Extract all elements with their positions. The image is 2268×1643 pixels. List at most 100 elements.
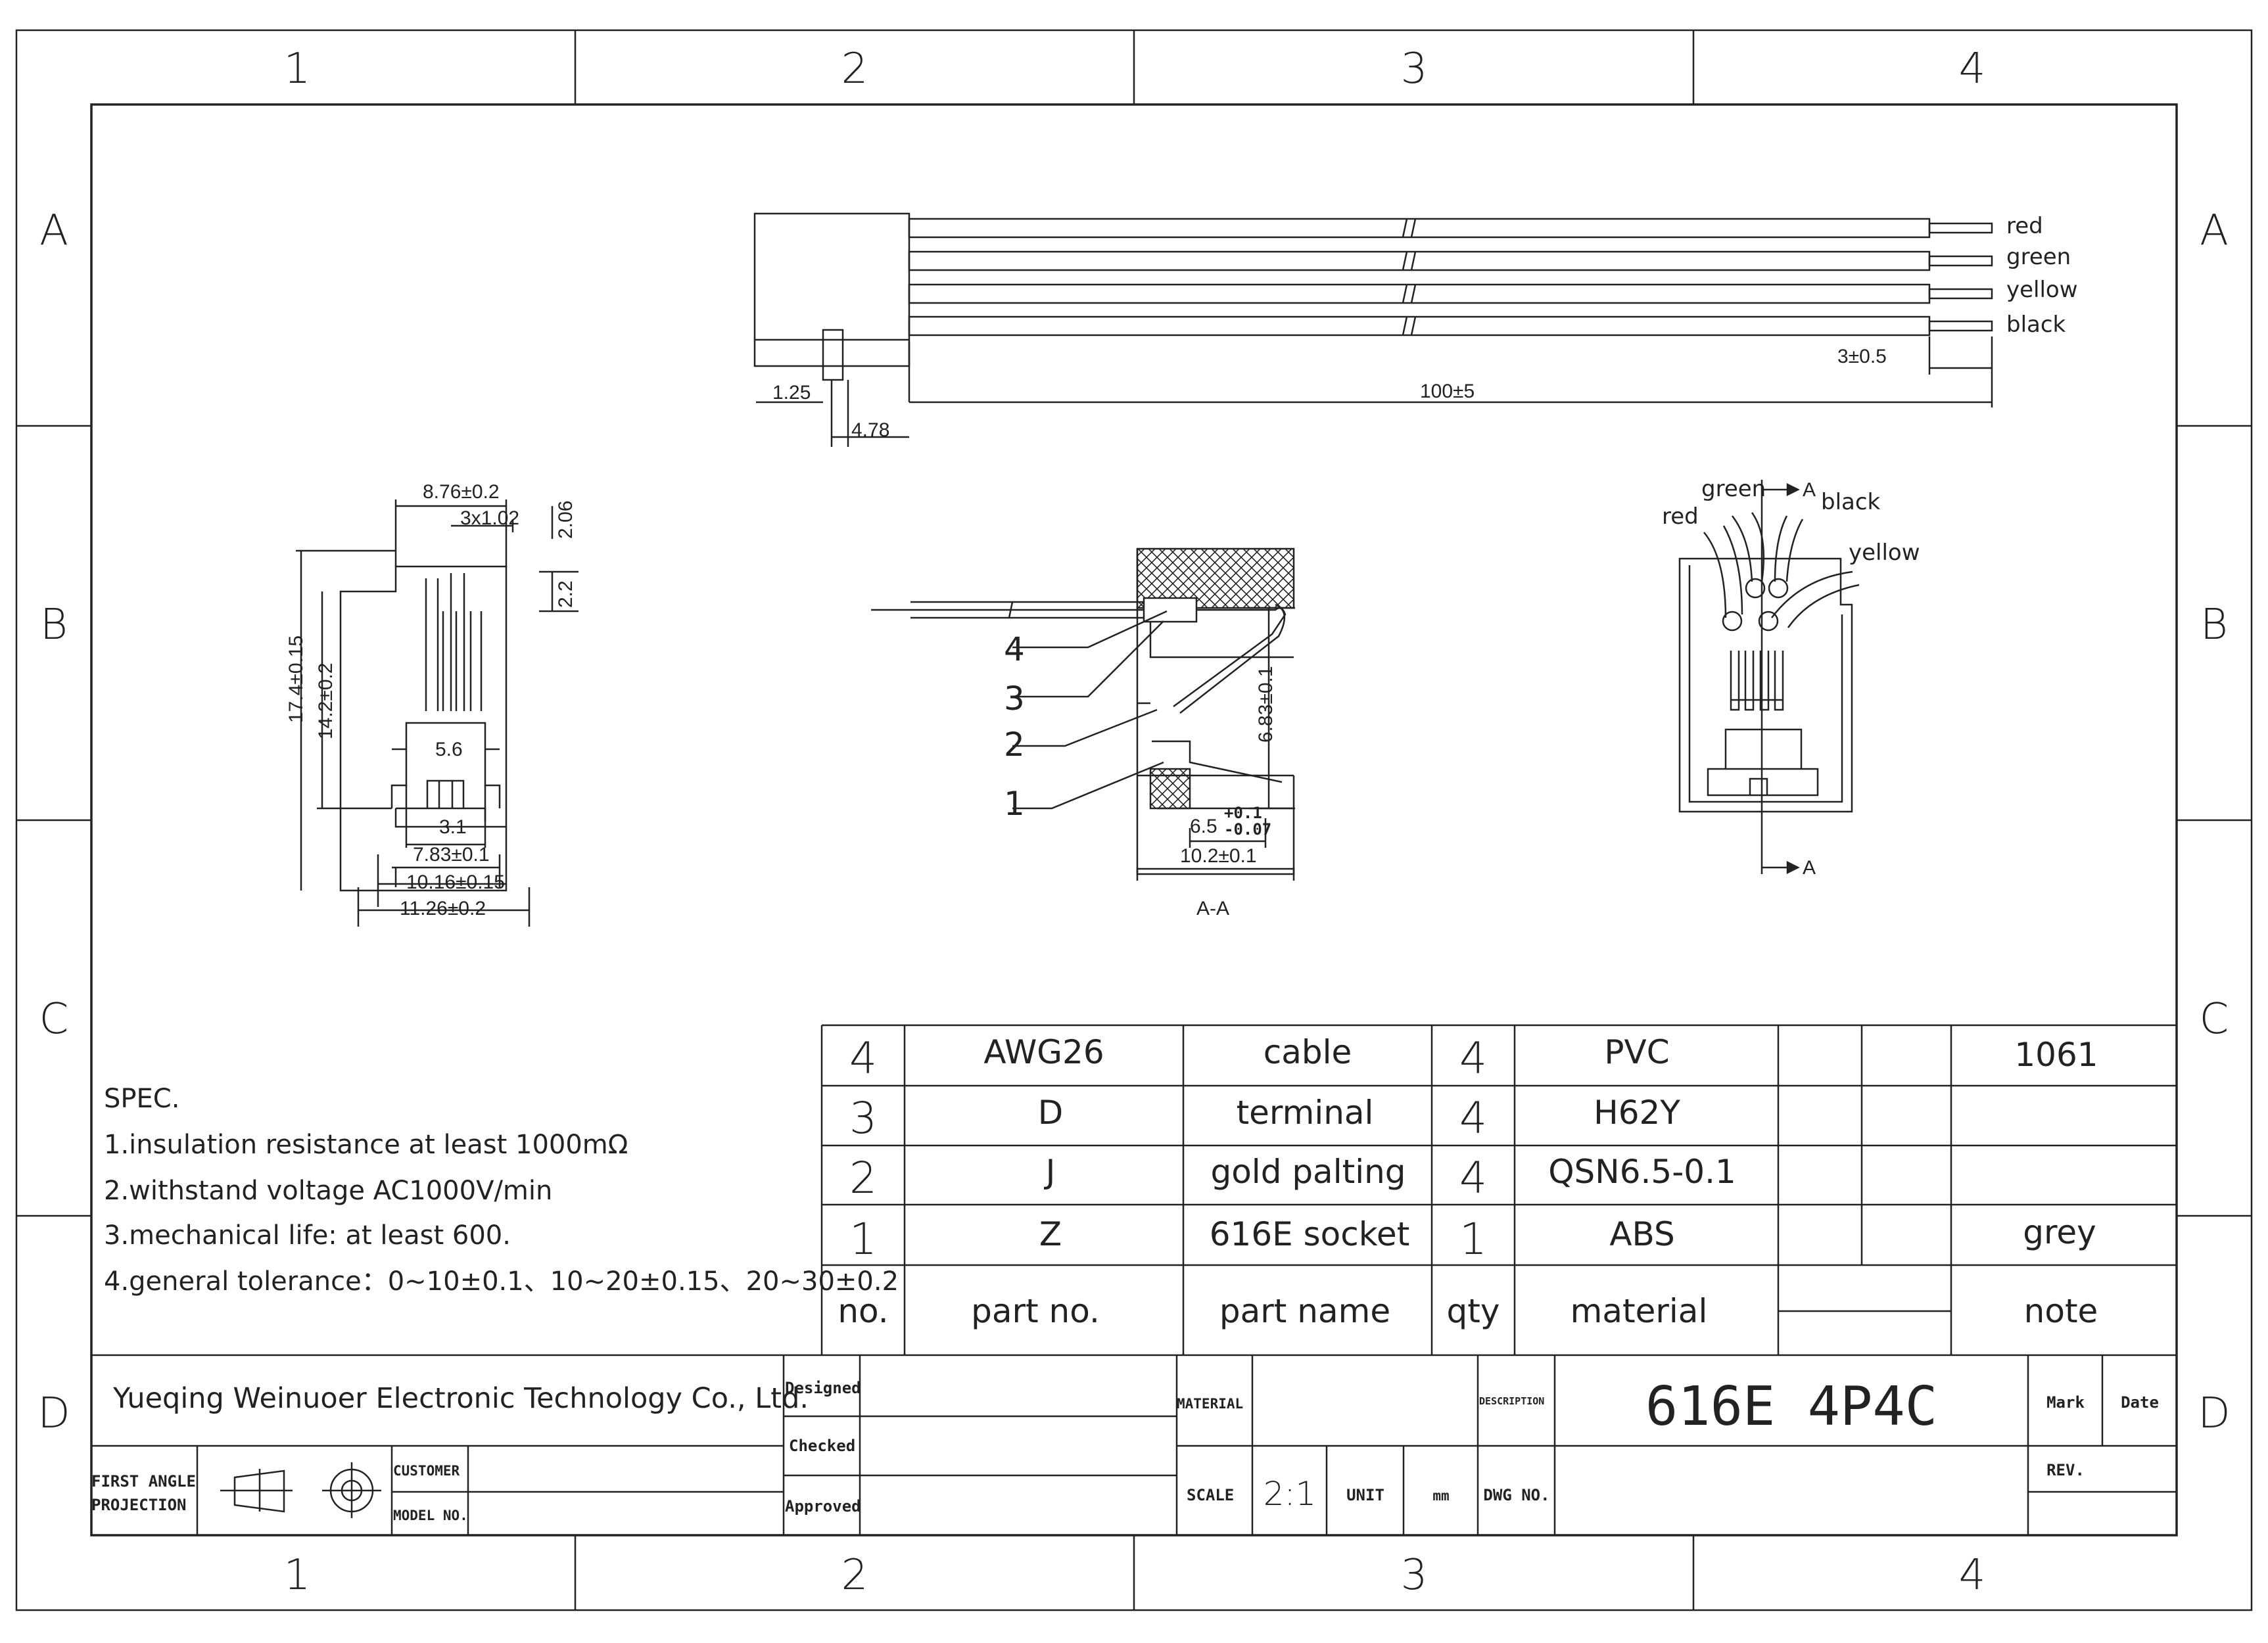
bom-row-3-part-no: D	[1038, 1094, 1064, 1132]
side-view	[1678, 480, 1860, 875]
dim-10-16: 10.16±0.15	[406, 871, 505, 893]
label-rev: REV.	[2046, 1461, 2085, 1479]
callout-3: 3	[1004, 680, 1025, 718]
col-label-2-top: 2	[841, 45, 868, 93]
row-label-d-right: D	[2198, 1389, 2230, 1438]
dim-section-height: 6.83±0.1	[1255, 666, 1277, 743]
side-label-black: black	[1821, 489, 1881, 515]
side-label-green: green	[1701, 476, 1766, 502]
bom-table	[820, 1024, 2177, 1355]
section-view-labels: 4 3 2 1 6.83±0.1 6.5 +0.1 -0.07 10.2±0.1…	[1004, 630, 1277, 919]
col-label-1-top: 1	[284, 45, 311, 93]
label-customer: CUSTOMER	[393, 1463, 460, 1479]
bom-header-part-no: part no.	[971, 1292, 1100, 1330]
row-label-c-right: C	[2200, 995, 2229, 1044]
dim-5-6: 5.6	[435, 739, 463, 760]
callout-4: 4	[1004, 630, 1025, 668]
bom-row-1-note: grey	[2023, 1213, 2096, 1251]
label-projection: PROJECTION	[91, 1496, 187, 1514]
label-material: MATERIAL	[1177, 1396, 1243, 1412]
dim-height-body: 14.2±0.2	[315, 662, 337, 739]
title-block	[91, 1354, 2177, 1535]
label-scale: SCALE	[1187, 1486, 1234, 1504]
company-name: Yueqing Weinuoer Electronic Technology C…	[112, 1382, 809, 1415]
bom-row-2-no: 2	[849, 1153, 877, 1203]
bom-row-2-part-no: J	[1044, 1153, 1056, 1191]
row-label-b-right: B	[2200, 601, 2228, 649]
dim-inner-tol-low: -0.07	[1224, 820, 1271, 839]
col-label-3-top: 3	[1401, 45, 1428, 93]
bom-row-2-part-name: gold palting	[1210, 1153, 1406, 1191]
dim-pitch: 1.25	[772, 382, 811, 404]
wire-label-red: red	[2006, 213, 2043, 239]
scale-value: 2:1	[1264, 1475, 1316, 1513]
col-label-4-bottom: 4	[1959, 1551, 1986, 1600]
dim-2-06: 2.06	[555, 501, 577, 539]
bom-row-2-material: QSN6.5-0.1	[1548, 1153, 1736, 1191]
bom-row-4-material: PVC	[1604, 1033, 1669, 1071]
label-description: DESCRIPTION	[1479, 1395, 1544, 1407]
section-view	[871, 547, 1295, 881]
zone-labels: 1 2 3 4 1 2 3 4 A B C D A B C D	[37, 45, 2230, 1600]
callout-2: 2	[1004, 726, 1025, 764]
dim-3-1: 3.1	[439, 816, 467, 838]
row-label-b-left: B	[40, 601, 68, 649]
title-block-text: Yueqing Weinuoer Electronic Technology C…	[91, 1376, 2159, 1523]
dim-offset: 4.78	[851, 419, 889, 441]
label-designed: Designed	[785, 1379, 861, 1397]
bom-row-3-no: 3	[849, 1093, 877, 1144]
unit-value: mm	[1432, 1488, 1449, 1504]
bom-row-2-qty: 4	[1459, 1153, 1487, 1203]
spec-line-2: 2.withstand voltage AC1000V/min	[104, 1176, 552, 1206]
bom-row-1-material: ABS	[1609, 1215, 1674, 1253]
bom-row-3-material: H62Y	[1594, 1094, 1680, 1132]
col-label-3-bottom: 3	[1401, 1551, 1428, 1600]
label-mark: Mark	[2046, 1393, 2085, 1412]
spec-line-4: 4.general tolerance：0~10±0.1、10~20±0.15、…	[104, 1266, 899, 1297]
col-label-2-bottom: 2	[841, 1551, 868, 1600]
wire-label-green: green	[2006, 244, 2071, 270]
bom-row-3-part-name: terminal	[1237, 1094, 1374, 1132]
dim-cable-length: 100±5	[1420, 381, 1475, 402]
col-label-4-top: 4	[1959, 45, 1986, 93]
row-label-d-left: D	[37, 1389, 70, 1438]
label-checked: Checked	[789, 1437, 855, 1455]
bom-row-1-part-name: 616E socket	[1210, 1215, 1410, 1253]
bom-row-4-no: 4	[849, 1033, 877, 1084]
spec-title: SPEC.	[104, 1084, 179, 1114]
front-view	[296, 499, 579, 927]
bom-row-4-part-no: AWG26	[983, 1033, 1104, 1071]
bom-header-part-name: part name	[1219, 1292, 1390, 1330]
bom-row-1-no: 1	[849, 1214, 877, 1264]
bom-row-1-qty: 1	[1459, 1214, 1487, 1264]
dim-strip-length: 3±0.5	[1837, 346, 1887, 367]
label-date: Date	[2121, 1393, 2159, 1412]
label-approved: Approved	[785, 1497, 861, 1516]
side-view-labels: red green black yellow A A	[1662, 476, 1920, 879]
wire-label-yellow: yellow	[2006, 277, 2078, 303]
section-label: A-A	[1196, 898, 1229, 919]
dim-pin-pitch: 3x1.02	[460, 507, 519, 529]
label-dwg-no: DWG NO.	[1483, 1486, 1549, 1504]
bom-row-4-note: 1061	[2014, 1036, 2098, 1074]
spec-line-3: 3.mechanical life: at least 600.	[104, 1220, 511, 1251]
bom-row-3-qty: 4	[1459, 1093, 1487, 1144]
row-label-c-left: C	[39, 995, 69, 1044]
col-label-1-bottom: 1	[284, 1551, 311, 1600]
spec-line-1: 1.insulation resistance at least 1000mΩ	[104, 1130, 628, 1160]
side-label-yellow: yellow	[1849, 540, 1920, 566]
row-label-a-left: A	[39, 206, 68, 255]
dim-2-2: 2.2	[555, 580, 577, 608]
top-view	[753, 212, 1993, 447]
front-view-labels: 8.76±0.2 3x1.02 2.06 2.2 17.4±0.15 14.2±…	[285, 481, 577, 919]
wire-label-black: black	[2006, 312, 2066, 338]
dim-7-83: 7.83±0.1	[413, 844, 490, 866]
dim-section-width: 10.2±0.1	[1180, 845, 1257, 867]
section-mark-bottom: A	[1803, 857, 1816, 879]
dim-width-top: 8.76±0.2	[423, 481, 500, 503]
callout-1: 1	[1004, 785, 1025, 823]
dim-11-26: 11.26±0.2	[400, 898, 486, 919]
bom-row-1-part-no: Z	[1039, 1215, 1062, 1253]
dim-height-total: 17.4±0.15	[285, 636, 307, 723]
